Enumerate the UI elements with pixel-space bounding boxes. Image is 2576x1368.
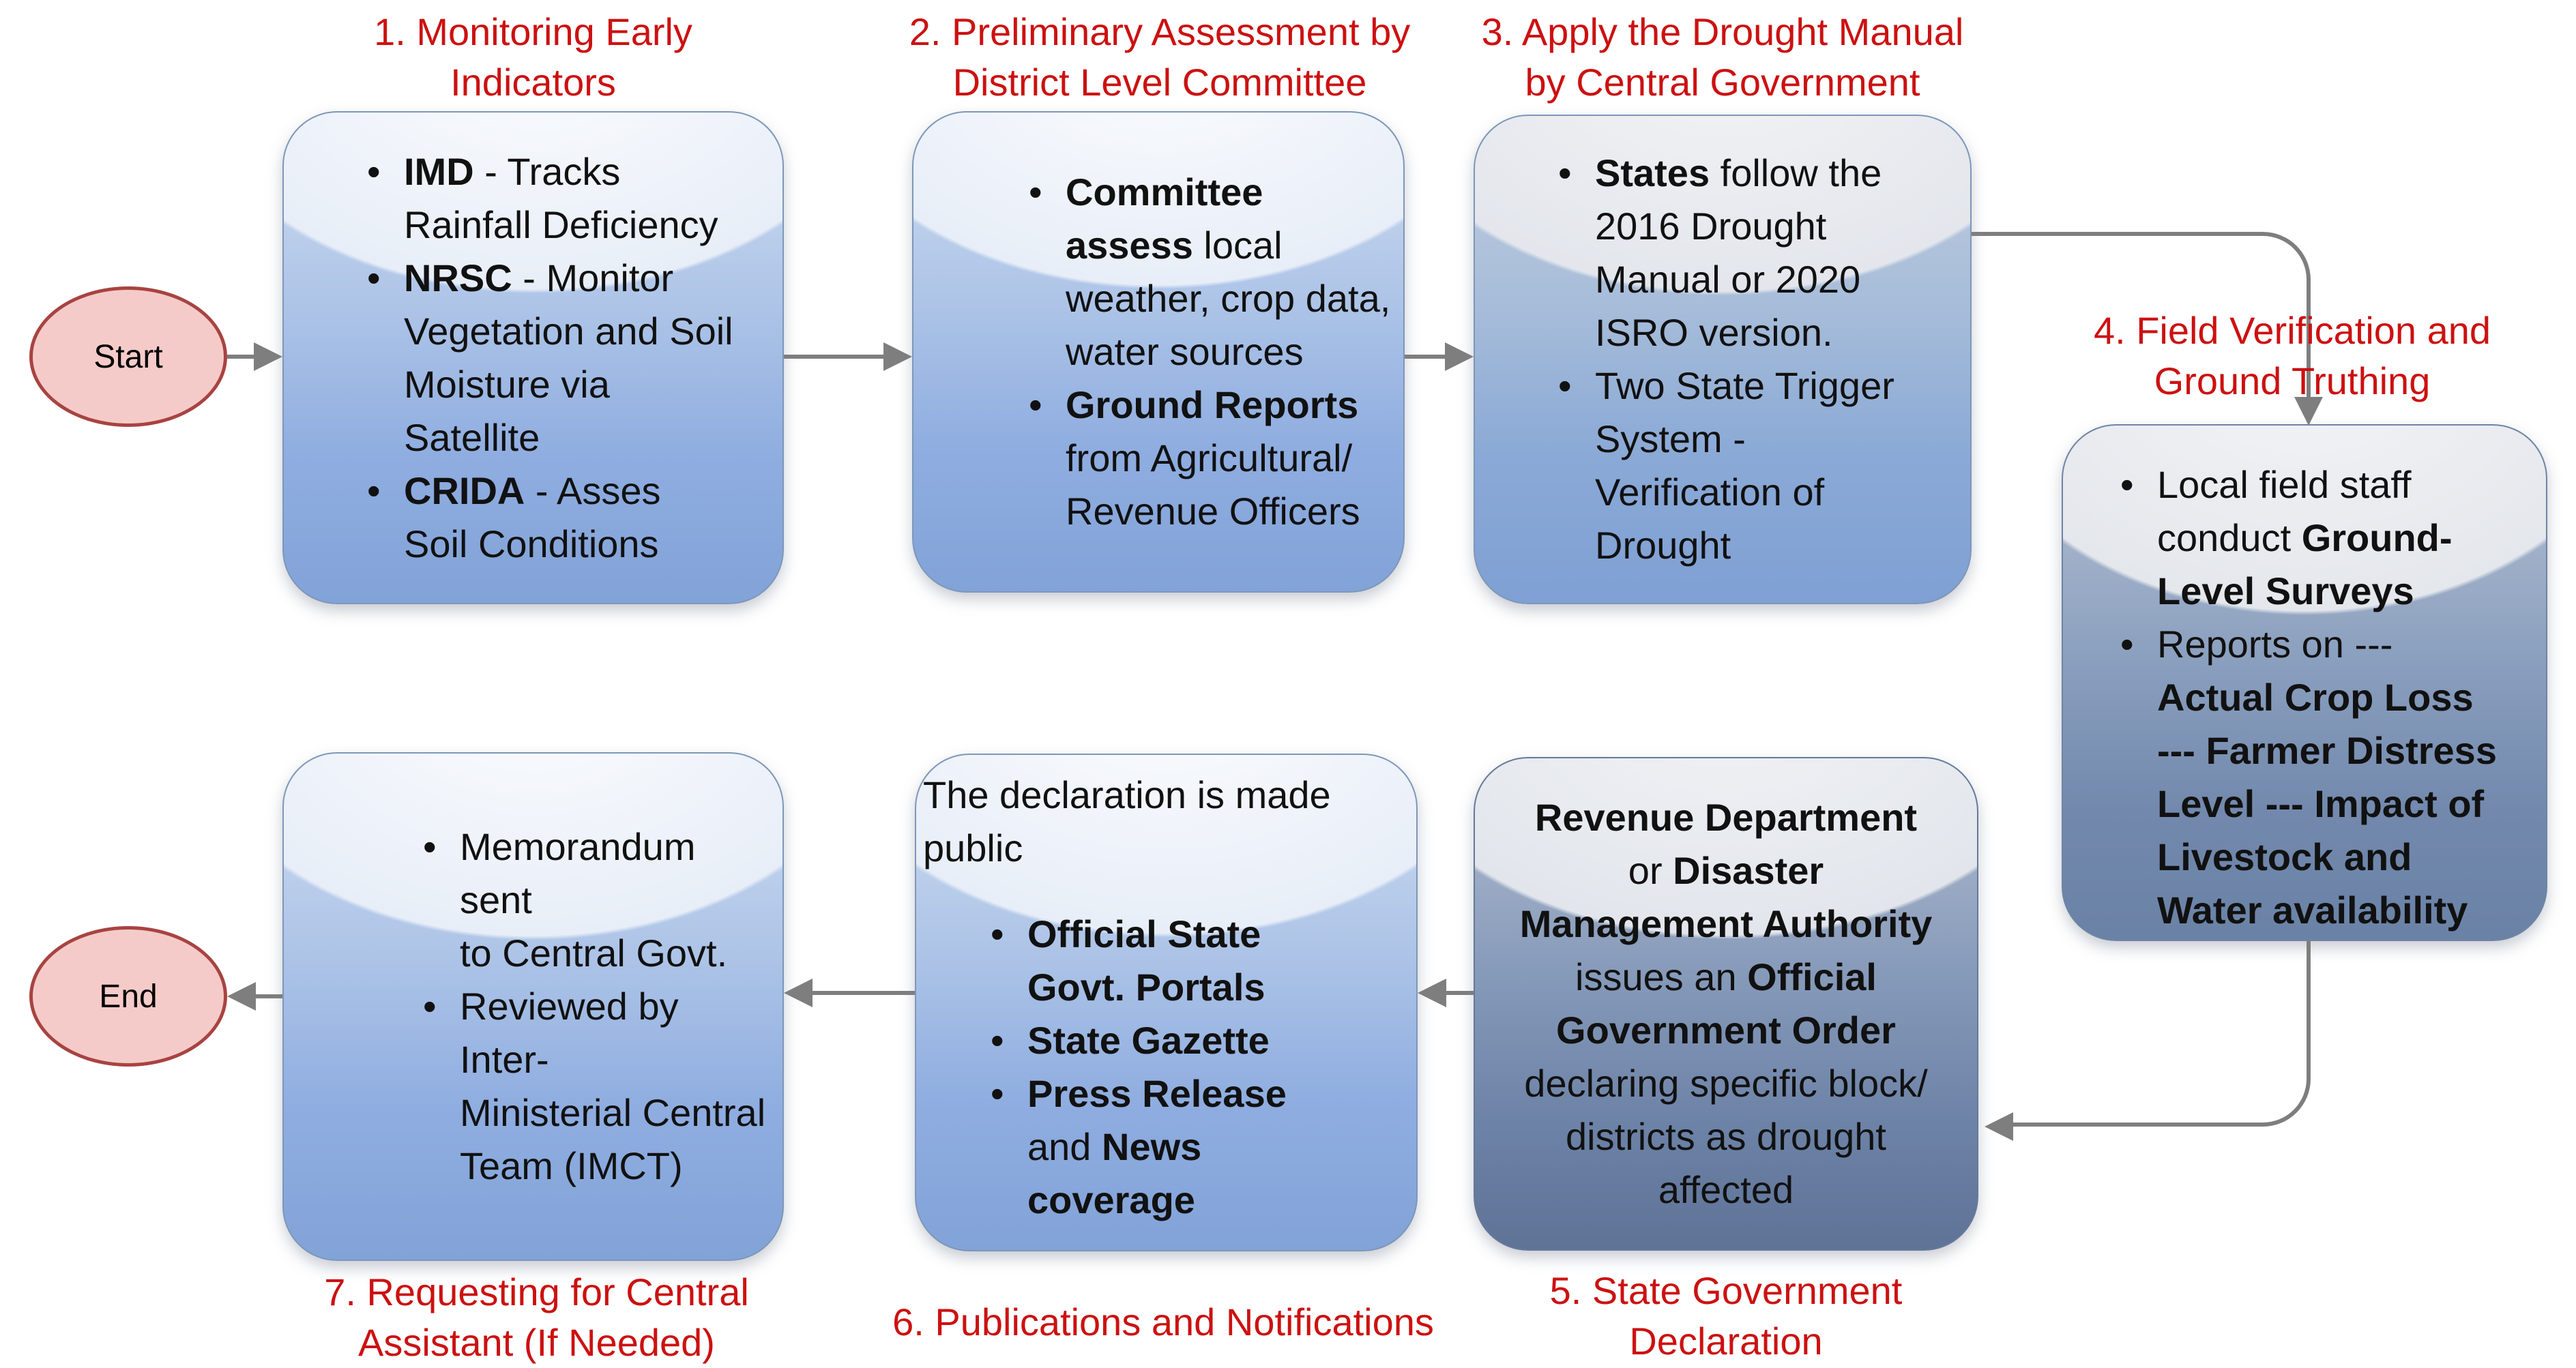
arrow-step4-to-step5 [2013,941,2311,1127]
list-item: Memorandum sent to Central Govt. [420,820,776,980]
list-item: CRIDA - Asses Soil Conditions [364,464,776,571]
arrow-step2-to-step3 [1405,355,1445,359]
arrow-step6-to-step7 [813,991,915,995]
arrowhead-left-icon [784,979,813,1007]
intro-text: The declaration is made public [923,773,1331,869]
arrow-step7-to-end [256,994,282,998]
arrowhead-left-icon [227,982,256,1011]
list-item: Official State Govt. Portals [988,908,1409,1014]
step-label-7: 7. Requesting for Central Assistant (If … [324,1270,749,1364]
bullet-list: IMD - Tracks Rainfall Deficiency NRSC - … [284,145,782,571]
list-item: NRSC - Monitor Vegetation and Soil Moist… [364,252,776,464]
start-terminal: Start [29,286,227,427]
step-box-field-verification: Local field staff conduct Ground- Level … [2062,424,2547,941]
step-box-state-government-declaration: Revenue Department or Disaster Managemen… [1474,757,1978,1251]
arrow-start-to-step1 [227,355,254,359]
step-label-6: 6. Publications and Notifications [892,1300,1434,1343]
list-item: Reviewed by Inter- Ministerial Central T… [420,980,776,1193]
list-item: IMD - Tracks Rainfall Deficiency [364,145,776,252]
step-box-monitoring-early-indicators: IMD - Tracks Rainfall Deficiency NRSC - … [282,111,784,604]
start-label: Start [93,338,163,375]
arrow-step1-to-step2 [784,355,883,359]
list-item: Local field staff conduct Ground- Level … [2118,458,2539,618]
bullet-list: Local field staff conduct Ground- Level … [2063,458,2546,937]
arrowhead-right-icon [883,342,912,371]
arrowhead-right-icon [254,342,282,371]
end-label: End [99,978,158,1015]
bullet-list: Memorandum sent to Central Govt. Reviewe… [284,820,782,1193]
list-item: Reports on --- Actual Crop Loss --- Farm… [2118,618,2539,937]
arrowhead-left-icon [1985,1112,2013,1141]
step-label-2: 2. Preliminary Assessment by District Le… [909,10,1411,104]
step-label-4: 4. Field Verification and Ground Truthin… [2093,309,2491,402]
bullet-list: Committee assess local weather, crop dat… [913,166,1403,538]
bullet-list: States follow the 2016 Drought Manual or… [1475,147,1970,572]
list-item: Two State Trigger System - Verification … [1555,359,1963,572]
list-item: States follow the 2016 Drought Manual or… [1555,147,1963,359]
paragraph: Revenue Department or Disaster Managemen… [1519,796,1933,1211]
bullet-list: Official State Govt. Portals State Gazet… [916,908,1416,1227]
step-box-publications-notifications: The declaration is made public Official … [915,754,1418,1251]
step-box-preliminary-assessment: Committee assess local weather, crop dat… [912,111,1405,593]
step-box-apply-drought-manual: States follow the 2016 Drought Manual or… [1474,115,1972,604]
step-label-1: 1. Monitoring Early Indicators [374,10,692,104]
step-label-5: 5. State Government Declaration [1549,1269,1903,1363]
arrowhead-down-icon [2294,397,2323,426]
arrowhead-right-icon [1445,342,1474,371]
list-item: Press Release and News coverage [988,1067,1409,1227]
arrow-step5-to-step6 [1446,991,1474,995]
list-item: State Gazette [988,1014,1409,1067]
step-box-requesting-central-assistance: Memorandum sent to Central Govt. Reviewe… [282,752,784,1261]
arrow-step3-to-step4 [1972,232,2311,399]
list-item: Committee assess local weather, crop dat… [1026,166,1396,378]
step-label-3: 3. Apply the Drought Manual by Central G… [1481,10,1964,104]
arrowhead-left-icon [1418,979,1446,1007]
list-item: Ground Reports from Agricultural/ Revenu… [1026,378,1396,538]
end-terminal: End [29,926,227,1067]
